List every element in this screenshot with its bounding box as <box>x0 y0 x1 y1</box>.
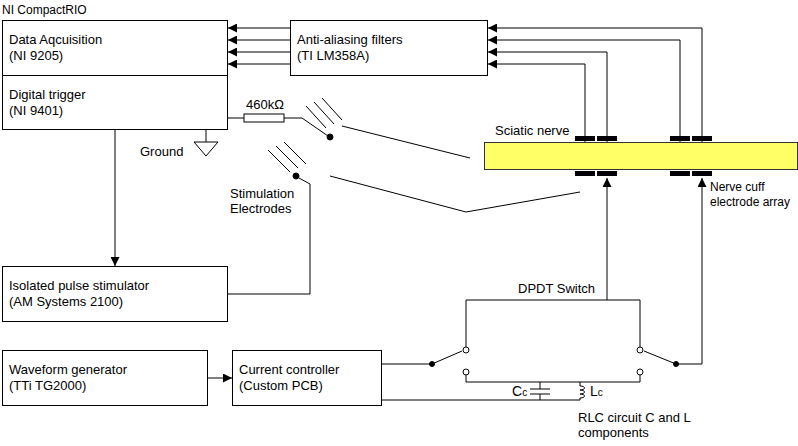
leg-outline <box>342 126 470 158</box>
annotation-label: RLC circuit C and L components <box>578 410 703 440</box>
switch-contact <box>463 369 469 375</box>
signal-connector <box>228 52 290 53</box>
box-text: Digital trigger (NI 9401) <box>9 87 104 119</box>
instrument-box: Isolated pulse stimulator (AM Systems 21… <box>2 266 228 322</box>
annotation-label: NI CompactRIO <box>2 3 142 18</box>
annotation-label: Stimulation Electrodes <box>230 186 304 216</box>
switch-lever <box>644 351 676 364</box>
signal-connector <box>488 52 607 142</box>
signal-connector <box>115 130 116 266</box>
signal-connector <box>488 40 680 142</box>
annotation-label: Ground <box>140 144 192 159</box>
capacitor-symbol <box>530 382 550 400</box>
inductor-symbol <box>580 382 585 400</box>
leg-outline <box>330 176 580 212</box>
nerve-band: Sciatic nerve <box>484 142 798 170</box>
trigger-wire <box>284 118 328 136</box>
box-text: Waveform generator (TTi TG2000) <box>9 362 137 394</box>
controller-box: Current controller (Custom PCB) <box>232 350 382 406</box>
signal-connector <box>228 64 290 65</box>
box-text: Anti-aliasing filters (TI LM358A) <box>297 32 412 64</box>
module-box: Data Aqcuisition (NI 9205) <box>2 20 228 76</box>
box-text: Current controller (Custom PCB) <box>239 362 349 394</box>
instrument-box: Waveform generator (TTi TG2000) <box>2 350 208 406</box>
stimulation-electrode <box>306 98 342 128</box>
box-text: Data Aqcuisition (NI 9205) <box>9 32 114 64</box>
signal-connector <box>488 64 585 142</box>
controller-wire <box>382 364 432 365</box>
nerve-label: Sciatic nerve <box>495 123 569 139</box>
annotation-label: Lc <box>590 384 610 400</box>
stimulator-wire <box>228 178 310 294</box>
signal-connector <box>488 28 702 142</box>
signal-connector <box>228 40 290 41</box>
trigger-wire <box>228 118 244 119</box>
annotation-label: DPDT Switch <box>518 281 608 296</box>
electrode-contact <box>327 134 333 140</box>
electrode-contact <box>293 173 299 179</box>
switch-contact <box>637 369 643 375</box>
ground-symbol <box>194 142 218 156</box>
switch-wire <box>466 300 640 347</box>
switch-lever <box>432 351 462 364</box>
switch-contact <box>637 347 643 353</box>
box-text: Isolated pulse stimulator (AM Systems 21… <box>9 278 159 310</box>
stimulation-electrode <box>268 142 306 172</box>
module-box: Digital trigger (NI 9401) <box>2 75 228 130</box>
annotation-label: 460kΩ <box>246 97 306 112</box>
resistor-symbol <box>244 114 284 122</box>
switch-wire <box>466 375 640 382</box>
controller-wire <box>382 400 580 401</box>
annotation-label: Nerve cuff electrode array <box>710 180 796 210</box>
filter-box: Anti-aliasing filters (TI LM358A) <box>290 20 488 76</box>
signal-connector <box>208 378 232 379</box>
switch-contact <box>463 347 469 353</box>
annotation-label: Cc <box>512 384 532 400</box>
cuff-wire <box>676 178 702 364</box>
cuff-wire <box>607 178 608 300</box>
ground-wire <box>206 130 207 142</box>
signal-connector <box>228 28 290 29</box>
